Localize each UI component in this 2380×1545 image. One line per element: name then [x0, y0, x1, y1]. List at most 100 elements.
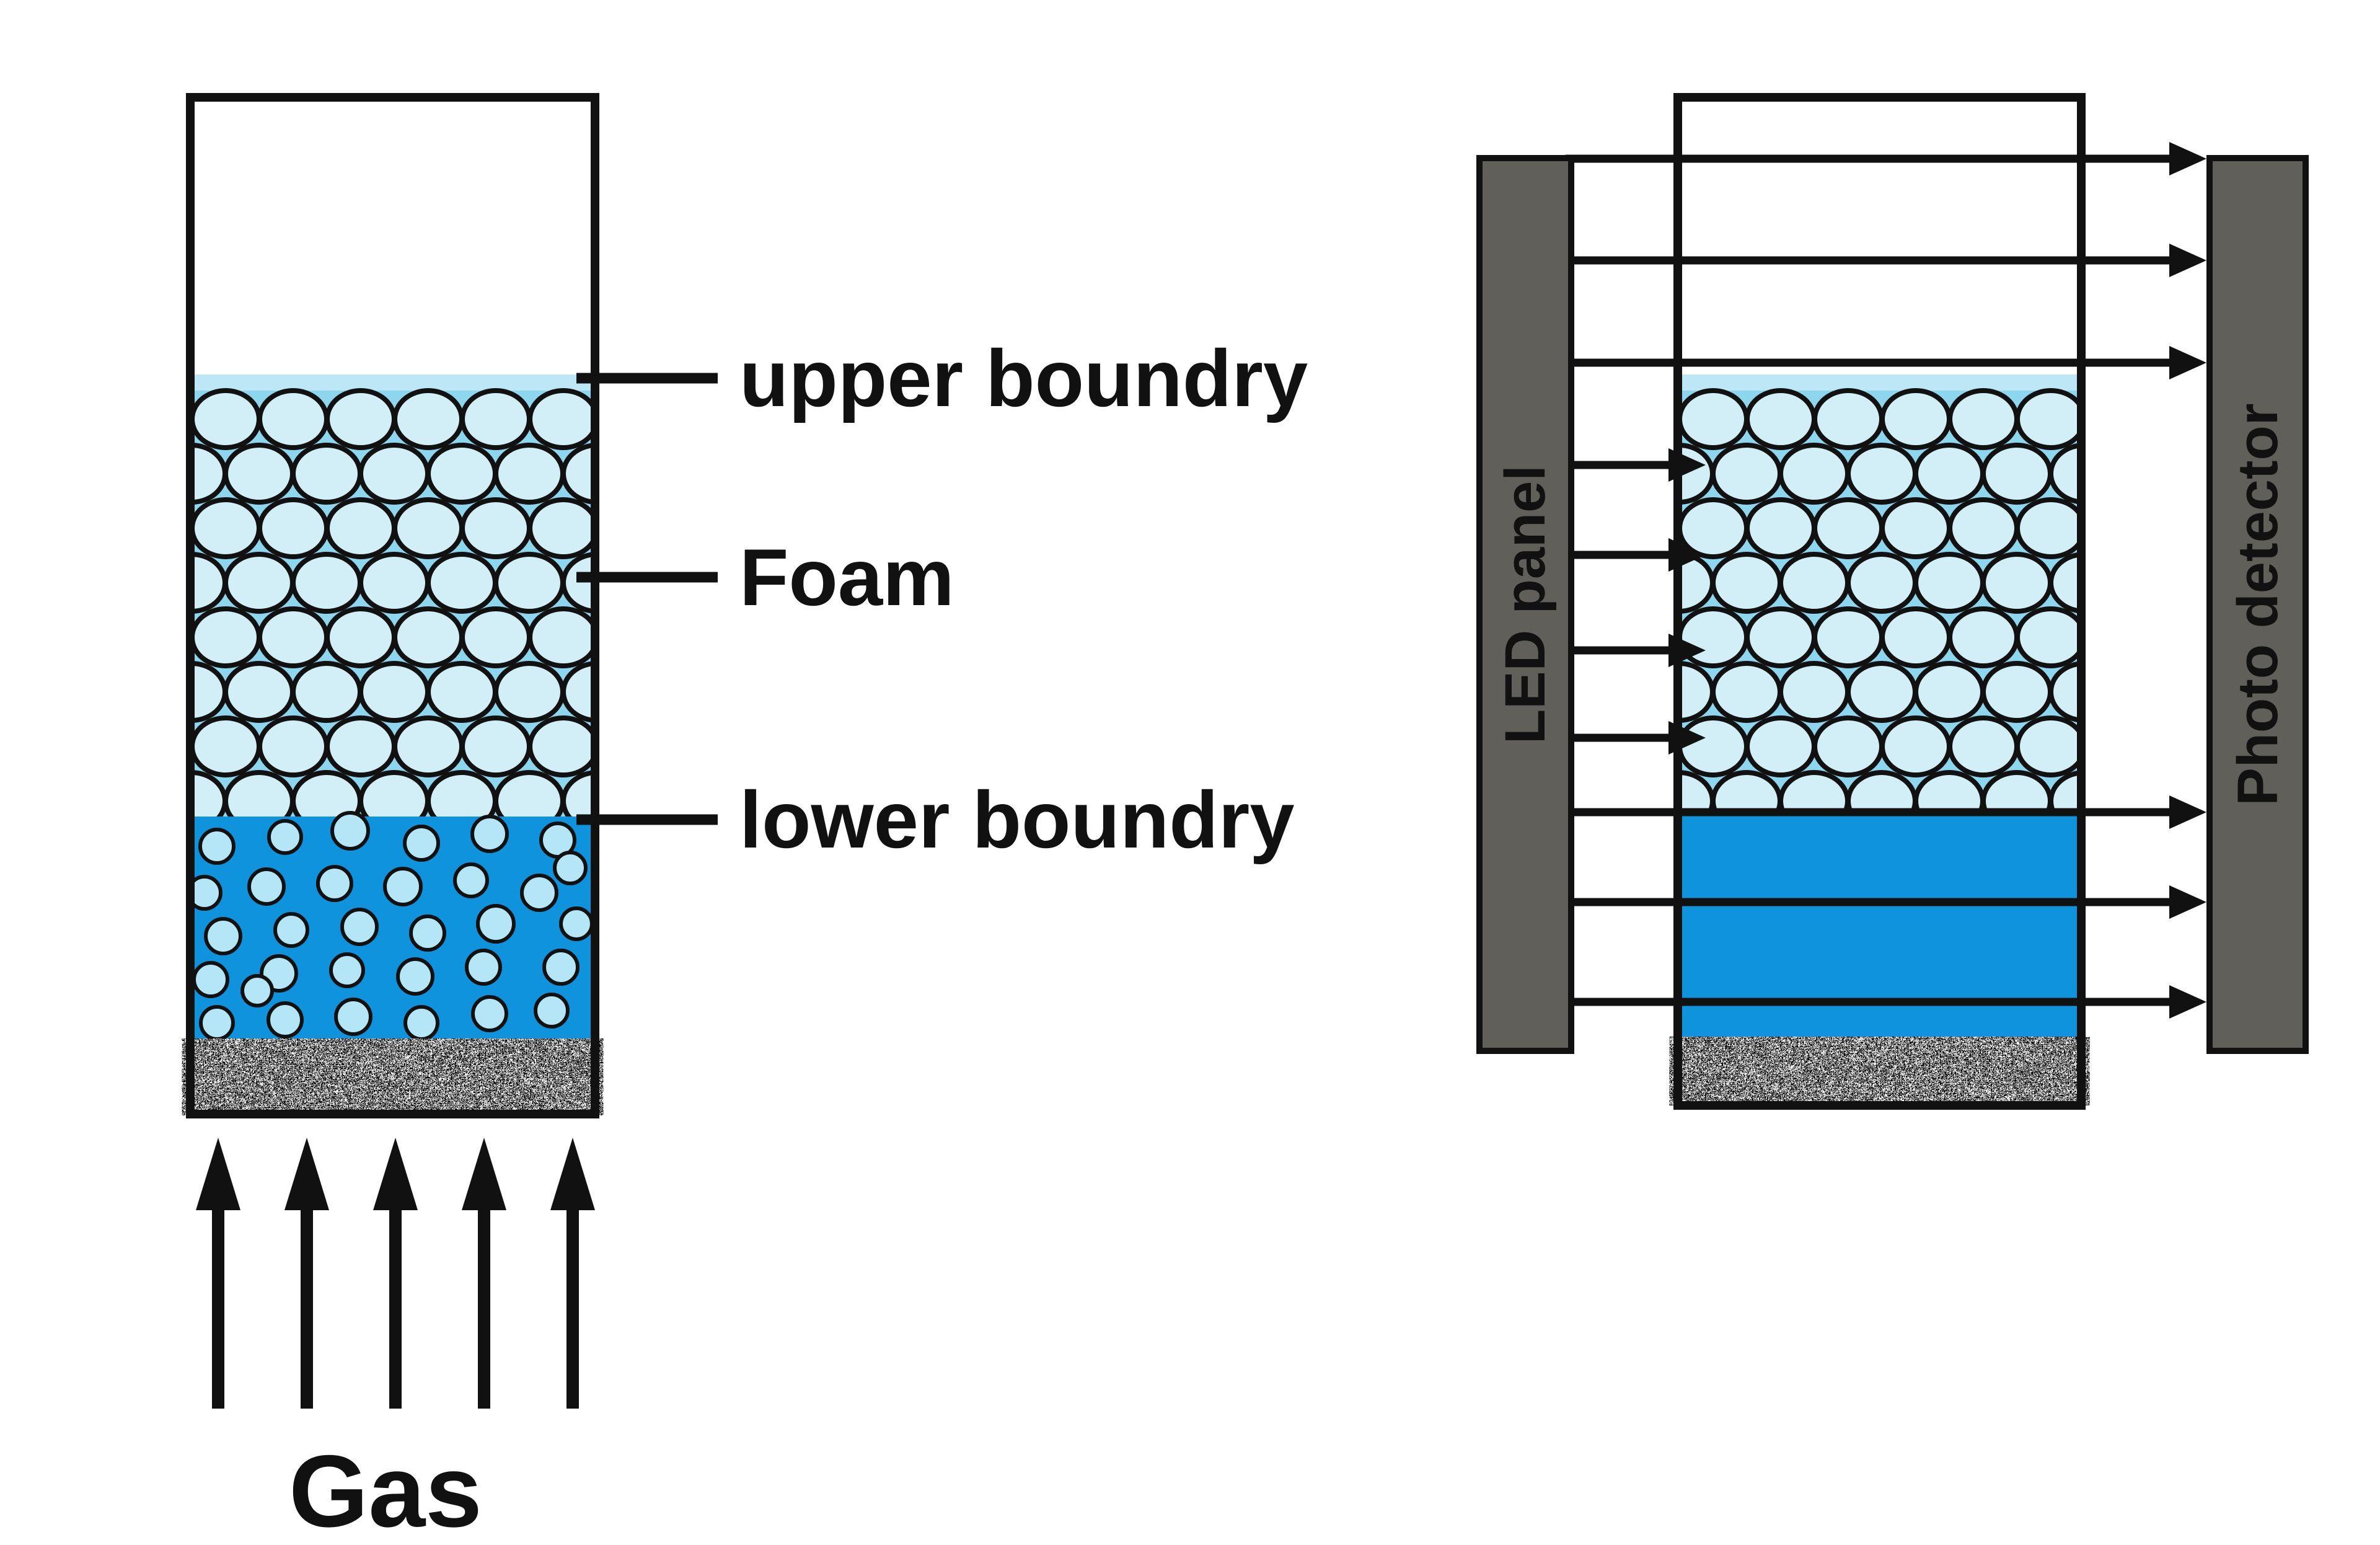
foam-surface-band-right: [1678, 374, 2081, 391]
foam-bubble: [291, 661, 363, 723]
foam-bubble: [426, 661, 498, 723]
foam-bubble: [1947, 606, 2019, 668]
foam-bubble: [1678, 715, 1749, 777]
foam-bubble: [1880, 497, 1952, 559]
foam-bubble: [1711, 661, 1783, 723]
foam-bubble: [561, 770, 595, 817]
gas-arrow-4: [462, 1138, 506, 1409]
liquid-bubble: [542, 949, 580, 986]
foam-bubble: [527, 715, 595, 777]
foam-bubble: [2048, 552, 2081, 614]
transmitted-ray-arrow-bottom-3: [1566, 985, 2206, 1019]
foam-bubble: [1778, 661, 1850, 723]
liquid-bubble: [192, 961, 229, 998]
liquid-bubble: [267, 819, 303, 855]
liquid-bubble: [471, 995, 508, 1032]
gas-arrow-3: [373, 1138, 418, 1409]
foam-bubble: [2048, 443, 2081, 505]
foam-bubble: [190, 606, 262, 668]
foam-bubble: [1745, 715, 1817, 777]
lower-boundary-label: lower boundry: [739, 774, 1295, 865]
liquid-bubble: [559, 906, 594, 941]
foam-bubble: [1778, 552, 1850, 614]
foam-surface-band-left: [190, 374, 595, 391]
foam-bubble: [1745, 388, 1817, 450]
photo-detector: [2206, 155, 2309, 1054]
foam-bubble: [493, 443, 565, 505]
foam-bubble: [460, 606, 532, 668]
liquid-bubble: [534, 993, 570, 1029]
foam-bubble: [291, 552, 363, 614]
foam-bubble: [392, 497, 464, 559]
foam-bubble: [325, 388, 397, 450]
foam-bubble: [1981, 443, 2053, 505]
foam-bubble: [257, 388, 329, 450]
foam-bubble: [426, 552, 498, 614]
frit-region-left: [190, 1043, 595, 1111]
foam-bubble: [325, 715, 397, 777]
liquid-bubble: [465, 949, 502, 986]
transmitted-ray-arrow-top-2: [1566, 244, 2206, 277]
optical-measurement-diagram: LED panel Photo detector: [1476, 93, 2309, 1110]
liquid-bubble: [316, 865, 353, 902]
liquid-bubble: [247, 867, 286, 906]
transmitted-ray-arrow-bottom-2: [1566, 885, 2206, 919]
foam-bubble: [2048, 661, 2081, 723]
led-panel-label: LED panel: [1494, 465, 1557, 744]
left-column-container: [186, 93, 599, 1118]
gas-label: Gas: [289, 1434, 482, 1545]
liquid-bubble: [198, 828, 236, 865]
liquid-bubble: [273, 912, 309, 948]
transmitted-ray-arrow-top-3: [1566, 346, 2206, 379]
foam-bubble: [1947, 715, 2019, 777]
liquid-bubble: [383, 867, 423, 906]
foam-bubble: [1913, 552, 1985, 614]
liquid-bubble: [553, 851, 588, 885]
photo-detector-label: Photo detector: [2226, 403, 2290, 805]
liquid-bubble: [267, 1001, 304, 1038]
upper-boundary-label: upper boundry: [739, 333, 1308, 423]
foam-bubble: [2015, 606, 2081, 668]
foam-bubble: [460, 497, 532, 559]
liquid-bubble: [520, 874, 558, 912]
absorbed-ray-arrow-1: [1566, 448, 1706, 482]
foam-bubble: [2015, 388, 2081, 450]
foam-bubble: [1913, 443, 1985, 505]
foam-bubble: [1812, 497, 1884, 559]
foam-bubble: [1812, 715, 1884, 777]
foam-bubble: [1846, 661, 1918, 723]
foam-bubble: [493, 661, 565, 723]
liquid-bubble: [334, 998, 372, 1036]
liquid-bubble: [396, 957, 434, 996]
absorbed-ray-arrow-4: [1566, 721, 1706, 755]
foam-bubble: [325, 497, 397, 559]
foam-bubble: [257, 606, 329, 668]
foam-bubble: [561, 552, 595, 614]
foam-bubble: [426, 443, 498, 505]
foam-bubble: [190, 497, 262, 559]
foam-bubble: [1812, 388, 1884, 450]
liquid-bubble: [199, 1005, 235, 1041]
light-ray-arrows: [1566, 142, 2206, 1019]
liquid-bubble: [476, 904, 516, 944]
foam-bubble: [223, 443, 295, 505]
liquid-bubble: [403, 1005, 439, 1041]
liquid-bubble: [330, 811, 370, 851]
foam-bubble: [325, 606, 397, 668]
left-column-diagram: upper boundry Foam lower boundry Gas: [186, 93, 1308, 1545]
foam-bubble: [1913, 661, 1985, 723]
foam-bubble: [223, 661, 295, 723]
foam-bubble: [392, 606, 464, 668]
frit-region-right: [1678, 1040, 2081, 1102]
foam-bubble: [358, 661, 430, 723]
foam-bubble: [1778, 443, 1850, 505]
liquid-bubble: [470, 815, 509, 853]
foam-bubble: [2048, 770, 2081, 810]
liquid-bubble: [403, 825, 440, 862]
foam-bubble: [527, 497, 595, 559]
foam-bubble: [1981, 552, 2053, 614]
gas-arrow-2: [284, 1138, 329, 1409]
foam-bubble: [561, 443, 595, 505]
foam-label: Foam: [739, 532, 954, 622]
